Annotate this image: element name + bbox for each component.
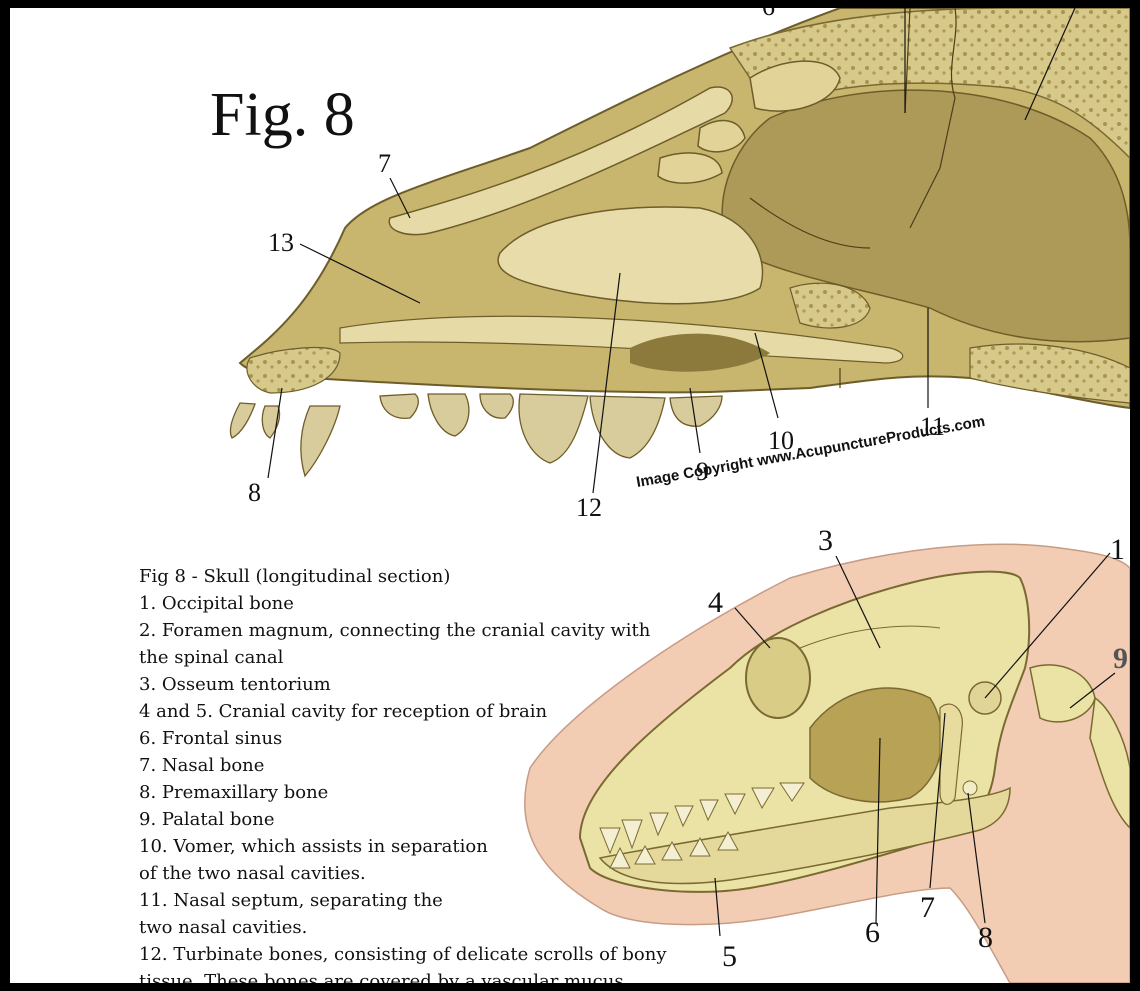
label-top-11: 11 [920,412,946,441]
label-top-13: 13 [268,228,294,257]
figure-title: Fig. 8 [210,81,355,149]
cervical-vertebra [1089,696,1130,830]
legend-line: two nasal cavities. [139,917,308,938]
label-bottom-4: 4 [708,586,723,619]
frontal-sinus [749,60,841,112]
legend-line: 6. Frontal sinus [139,728,283,749]
legend-line: 2. Foramen magnum, connecting the crania… [139,620,651,641]
label-top-6: 6 [762,8,775,20]
spongy-base [969,343,1130,404]
label-bottom-9: 9 [1113,642,1128,675]
label-top-12: 12 [576,493,602,522]
label-top-8: 8 [248,478,261,507]
nasal-septum-area [789,282,871,329]
label-bottom-6: 6 [865,916,880,949]
legend-heading: Fig 8 - Skull (longitudinal section) [139,566,451,587]
figure-canvas: Fig. 8 Image Copyright www.AcupuncturePr… [10,8,1130,983]
label-bottom-5: 5 [722,940,737,973]
bottom-teeth [599,782,805,869]
leader-lines [267,8,1116,937]
legend-line: 7. Nasal bone [139,755,265,776]
legend-line: tissue. These bones are covered by a vas… [139,971,624,983]
styloid-process [939,703,963,805]
label-top-9: 9 [696,457,709,486]
frontal-sinus-small [697,119,746,153]
upper-teeth [229,393,723,478]
legend-line: 3. Osseum tentorium [139,674,331,695]
figure-legend: Fig 8 - Skull (longitudinal section) 1. … [139,563,709,983]
skull-section-top [229,8,1130,478]
label-bottom-1: 1 [1110,533,1125,566]
sutures [749,8,957,388]
legend-line: of the two nasal cavities. [139,863,366,884]
turbinate-bones [497,206,764,305]
legend-line: 8. Premaxillary bone [139,782,329,803]
palatal-shadow [630,333,770,372]
label-top-10: 10 [768,426,794,455]
frontal-sinus-small-2 [657,152,723,184]
legend-line: 4 and 5. Cranial cavity for reception of… [139,701,548,722]
legend-line: 11. Nasal septum, separating the [139,890,443,911]
spongy-bone-roof [728,8,1130,160]
legend-line: 12. Turbinate bones, consisting of delic… [139,944,667,965]
mandible [598,786,1011,885]
premaxillary-bone [246,346,341,394]
legend-line: the spinal canal [139,647,284,668]
orbit [745,637,811,719]
nasal-bone [388,86,733,236]
label-bottom-8: 8 [978,921,993,954]
sagittal-suture [799,625,941,649]
label-bottom-3: 3 [818,524,833,557]
legend-line: 10. Vomer, which assists in separation [139,836,488,857]
hyoid [962,780,978,796]
label-top-7: 7 [378,149,391,178]
legend-line: 9. Palatal bone [139,809,275,830]
legend-line: 1. Occipital bone [139,593,294,614]
skull-illustration [229,8,1130,983]
label-bottom-7: 7 [920,891,935,924]
